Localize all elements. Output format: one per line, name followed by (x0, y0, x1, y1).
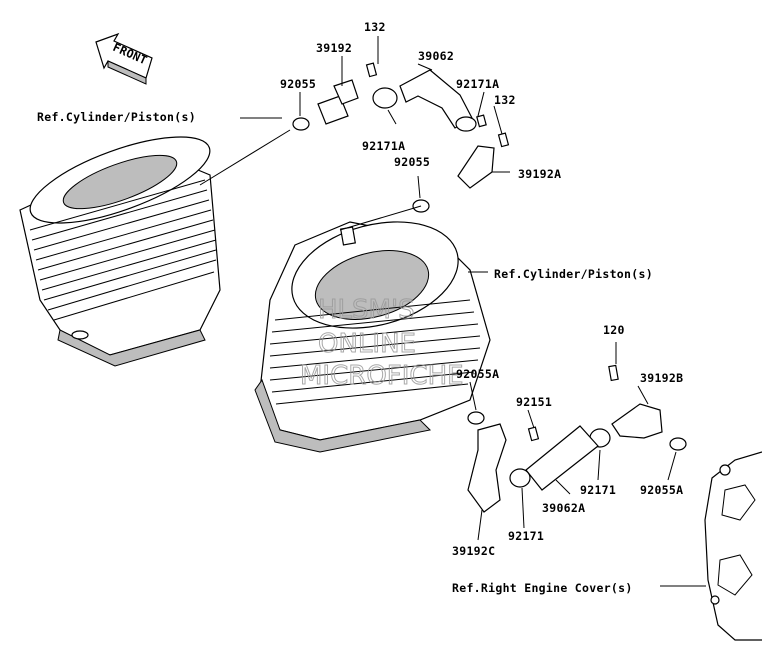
right-engine-cover-illustration (704, 451, 762, 641)
label-92055a-left: 92055A (456, 367, 499, 381)
leader-lines (199, 36, 706, 587)
label-ref-cylinder-1: Ref.Cylinder/Piston(s) (37, 110, 196, 124)
label-92171a-left: 92171A (362, 139, 405, 153)
front-arrow-icon: FRONT (95, 32, 153, 85)
svg-text:MICROFICHE: MICROFICHE (300, 361, 464, 391)
label-39192: 39192 (316, 41, 352, 55)
left-cylinder-illustration (19, 136, 221, 367)
label-92171-bottom: 92171 (508, 529, 544, 543)
label-132-top: 132 (364, 20, 386, 34)
label-92171-right: 92171 (580, 483, 616, 497)
label-132-right: 132 (494, 93, 516, 107)
label-39192c: 39192C (452, 544, 495, 558)
label-92055a-right: 92055A (640, 483, 683, 497)
label-ref-cylinder-2: Ref.Cylinder/Piston(s) (494, 267, 653, 281)
label-ref-right-engine-cover: Ref.Right Engine Cover(s) (452, 581, 633, 595)
oring-92055-top (292, 117, 310, 131)
oring-92055a-left (467, 411, 485, 425)
label-39192a: 39192A (518, 167, 561, 181)
label-92055-mid: 92055 (394, 155, 430, 169)
label-92171a-right: 92171A (456, 77, 499, 91)
watermark: HLSM'S ONLINE MICROFICHE (300, 295, 465, 392)
svg-text:ONLINE: ONLINE (318, 329, 416, 359)
center-cylinder-illustration (254, 221, 491, 453)
label-120: 120 (603, 323, 625, 337)
lower-hose-assembly (467, 364, 687, 513)
label-92151: 92151 (516, 395, 552, 409)
label-92055-top: 92055 (280, 77, 316, 91)
label-39062: 39062 (418, 49, 454, 63)
callout-labels: Ref.Cylinder/Piston(s) Ref.Cylinder/Pist… (37, 20, 683, 595)
oring-92055a-right (669, 437, 687, 451)
label-39192b: 39192B (640, 371, 683, 385)
svg-text:HLSM'S: HLSM'S (318, 295, 415, 325)
label-39062a: 39062A (542, 501, 585, 515)
